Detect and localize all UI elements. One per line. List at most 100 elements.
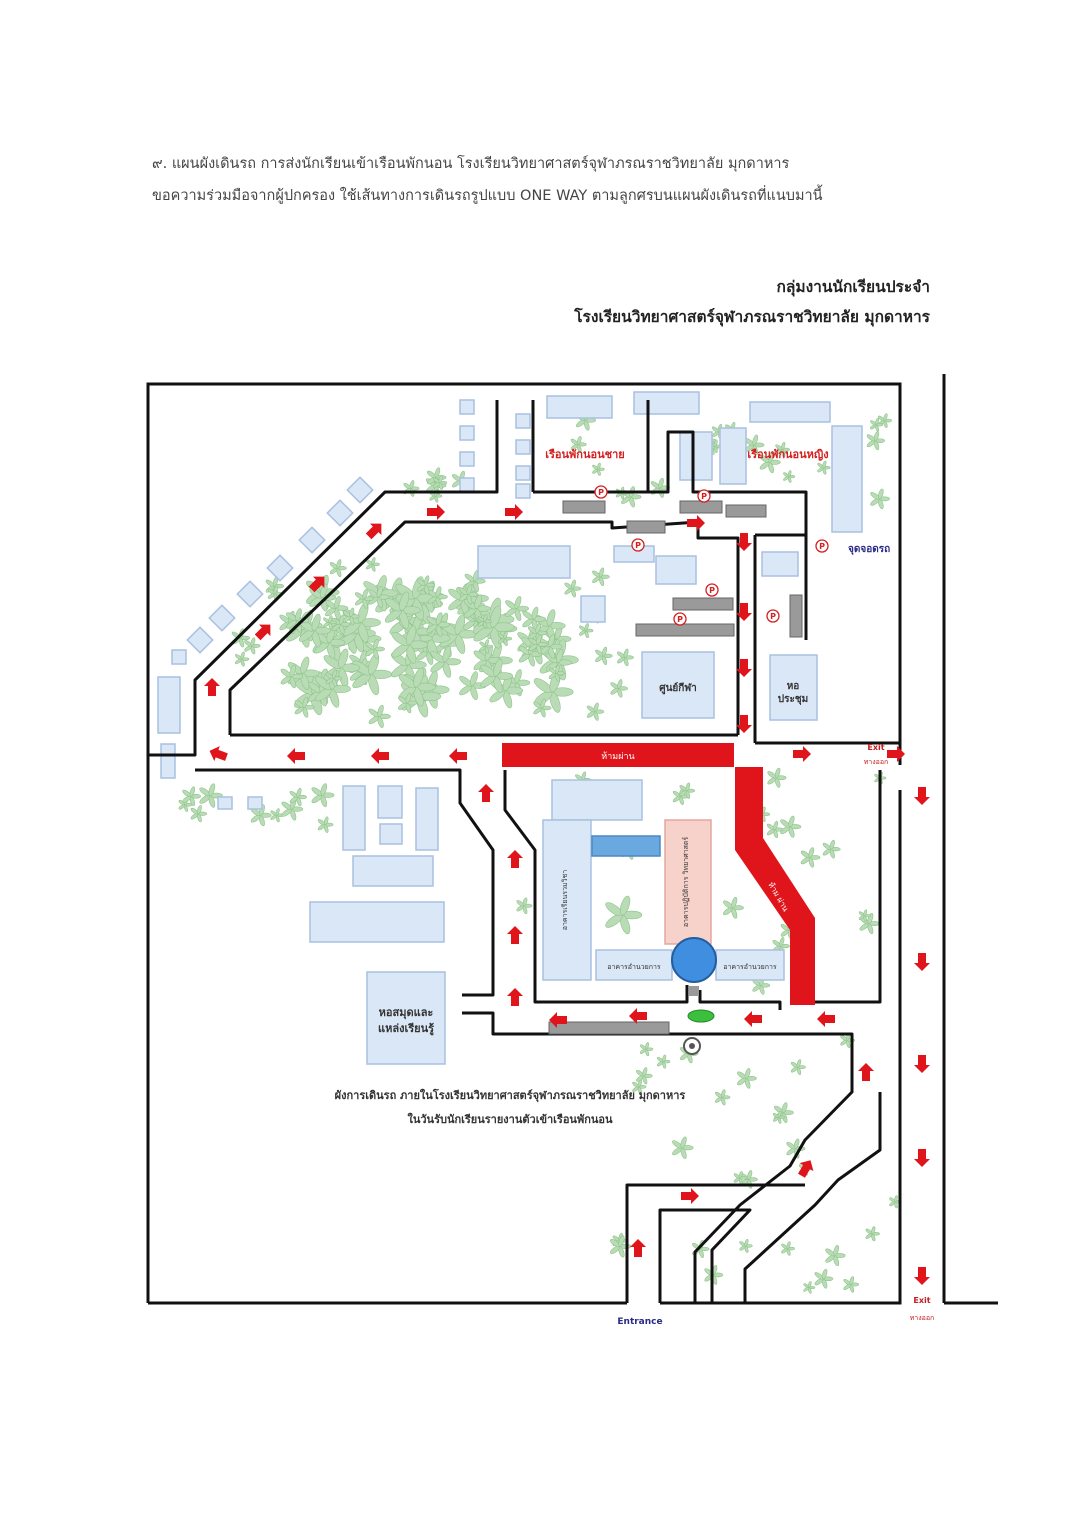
tree-icon — [234, 651, 250, 667]
org-line-1: กลุ่มงานนักเรียนประจำ — [776, 278, 930, 296]
direction-arrow-icon — [914, 953, 930, 971]
pavilion-9 — [171, 649, 187, 665]
tree-icon — [190, 805, 208, 823]
tree-icon — [878, 413, 892, 428]
tree-icon — [352, 653, 392, 696]
no-entry-zones — [502, 743, 815, 1005]
tree-icon — [368, 704, 391, 728]
pavilion-diagonal — [266, 554, 294, 582]
parking-icon: P — [697, 489, 711, 503]
tree-icon — [843, 1276, 860, 1293]
pavilion-diagonal — [326, 499, 354, 527]
tree-icon — [775, 441, 791, 458]
tree-icon — [416, 575, 436, 595]
tree-icon — [294, 696, 315, 718]
tree-icon — [480, 658, 514, 694]
no-entry-bar-diagonal — [735, 767, 815, 1005]
parking-icon: P — [766, 609, 780, 623]
tree-icon — [733, 1171, 747, 1185]
parking-icon: P — [815, 539, 829, 553]
tree-icon — [739, 1238, 753, 1253]
flagpole-dot-icon — [689, 1043, 695, 1049]
direction-arrow-icon — [630, 1239, 646, 1257]
pavilion-8 — [515, 483, 531, 499]
parking-icon: P — [631, 538, 645, 552]
tree-icon — [825, 1245, 846, 1267]
tree-icon — [767, 767, 787, 788]
tree-icon — [458, 584, 479, 605]
direction-arrow-icon — [507, 850, 523, 868]
svg-text:P: P — [701, 492, 707, 501]
tree-icon — [430, 645, 462, 678]
tree-icon — [817, 460, 831, 475]
tree-icon — [533, 698, 552, 718]
intro-line-1: ๙. แผนผังเดินรถ การส่งนักเรียนเข้าเรือนพ… — [152, 156, 790, 172]
direction-arrow-icon — [736, 533, 752, 551]
library-label-2: แหล่งเรียนรู้ — [378, 1022, 434, 1036]
direction-arrow-icon — [478, 784, 494, 802]
science-building — [664, 819, 712, 945]
block-2 — [377, 785, 403, 819]
parking-bar-1 — [562, 500, 606, 514]
female-dorm-building-2 — [679, 431, 713, 481]
tree-icon — [473, 605, 515, 649]
assembly-hall-label-1: หอ — [787, 681, 800, 692]
svg-text:P: P — [598, 488, 604, 497]
male-dorm-building-1 — [546, 395, 613, 419]
tree-icon — [737, 1068, 757, 1089]
tree-icon — [365, 557, 380, 572]
tree-icon — [398, 667, 436, 707]
tree-icon — [780, 815, 802, 838]
tree-icon — [427, 586, 448, 608]
svg-text:P: P — [819, 542, 825, 551]
pavilion-4 — [459, 477, 475, 493]
svg-text:P: P — [770, 612, 776, 621]
direction-arrow-icon — [287, 748, 305, 764]
parking-bar-3 — [725, 504, 767, 518]
blue-building — [591, 835, 661, 857]
direction-arrow-icon — [371, 748, 389, 764]
direction-arrow-icon — [914, 1267, 930, 1285]
tree-icon — [178, 797, 193, 812]
tree-icon — [714, 1089, 731, 1106]
tree-icon — [384, 591, 421, 629]
tree-icon — [617, 648, 634, 667]
pavilion-diagonal — [208, 604, 236, 632]
tree-icon — [426, 467, 447, 488]
tree-icon — [783, 470, 796, 483]
male-dorm-building-2 — [633, 391, 700, 415]
org-line-2: โรงเรียนวิทยาศาสตร์จุฬาภรณราชวิทยาลัย มุ… — [574, 308, 930, 326]
learning-building — [542, 819, 592, 981]
tree-icon — [464, 570, 486, 593]
tree-icon — [317, 816, 334, 833]
block-4 — [379, 823, 403, 845]
direction-arrow-icon — [858, 1063, 874, 1081]
statue-icon — [689, 986, 699, 996]
pavilion-7 — [515, 465, 531, 481]
tree-icon — [182, 786, 202, 807]
tree-icon — [331, 614, 351, 635]
tree-icon — [790, 1059, 806, 1076]
parking-bar-8 — [548, 1021, 670, 1035]
tree-icon — [329, 559, 347, 578]
tree-icon — [605, 895, 643, 935]
direction-arrow-icon — [254, 624, 271, 641]
roads-layer — [148, 400, 900, 1303]
tree-icon — [391, 625, 429, 664]
tree-icon — [636, 1067, 653, 1085]
tree-icon — [781, 1241, 795, 1256]
sports-center-building — [641, 651, 715, 719]
pavilion-diagonal — [186, 626, 214, 654]
block-3 — [415, 787, 439, 851]
direction-arrow-icon — [914, 1149, 930, 1167]
tree-icon — [579, 623, 594, 639]
direction-arrow-icon — [629, 1008, 647, 1024]
small-building — [580, 595, 606, 623]
parking-icon: P — [705, 583, 719, 597]
direction-arrow-icon — [507, 926, 523, 944]
tree-icon — [505, 596, 529, 621]
no-entry-bar-horizontal — [502, 743, 734, 767]
tree-icon — [323, 615, 337, 630]
tree-icon — [803, 1281, 816, 1294]
